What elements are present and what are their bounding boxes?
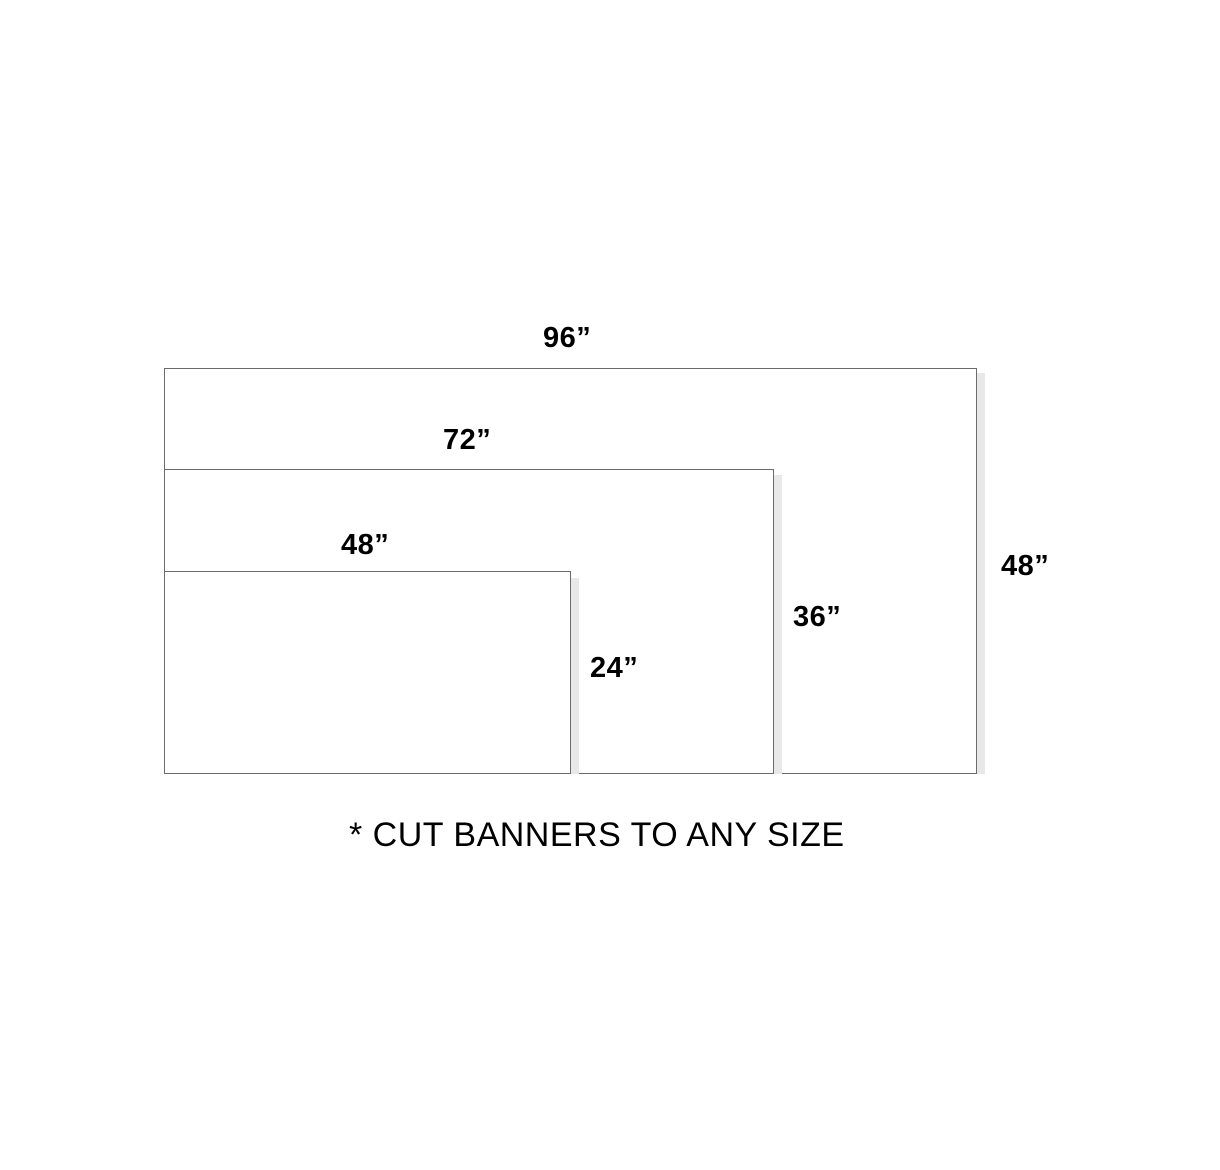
height-label-36: 36” — [793, 601, 842, 633]
height-label-24: 24” — [590, 652, 639, 684]
banner-96-shadow — [976, 373, 985, 774]
width-label-48: 48” — [341, 529, 390, 561]
banner-48x24 — [164, 571, 571, 774]
banner-48-shadow — [570, 578, 579, 774]
height-label-48: 48” — [1001, 550, 1050, 582]
width-label-96: 96” — [543, 322, 592, 354]
banner-72-shadow — [773, 475, 782, 774]
footnote: * CUT BANNERS TO ANY SIZE — [349, 816, 845, 854]
width-label-72: 72” — [443, 424, 492, 456]
